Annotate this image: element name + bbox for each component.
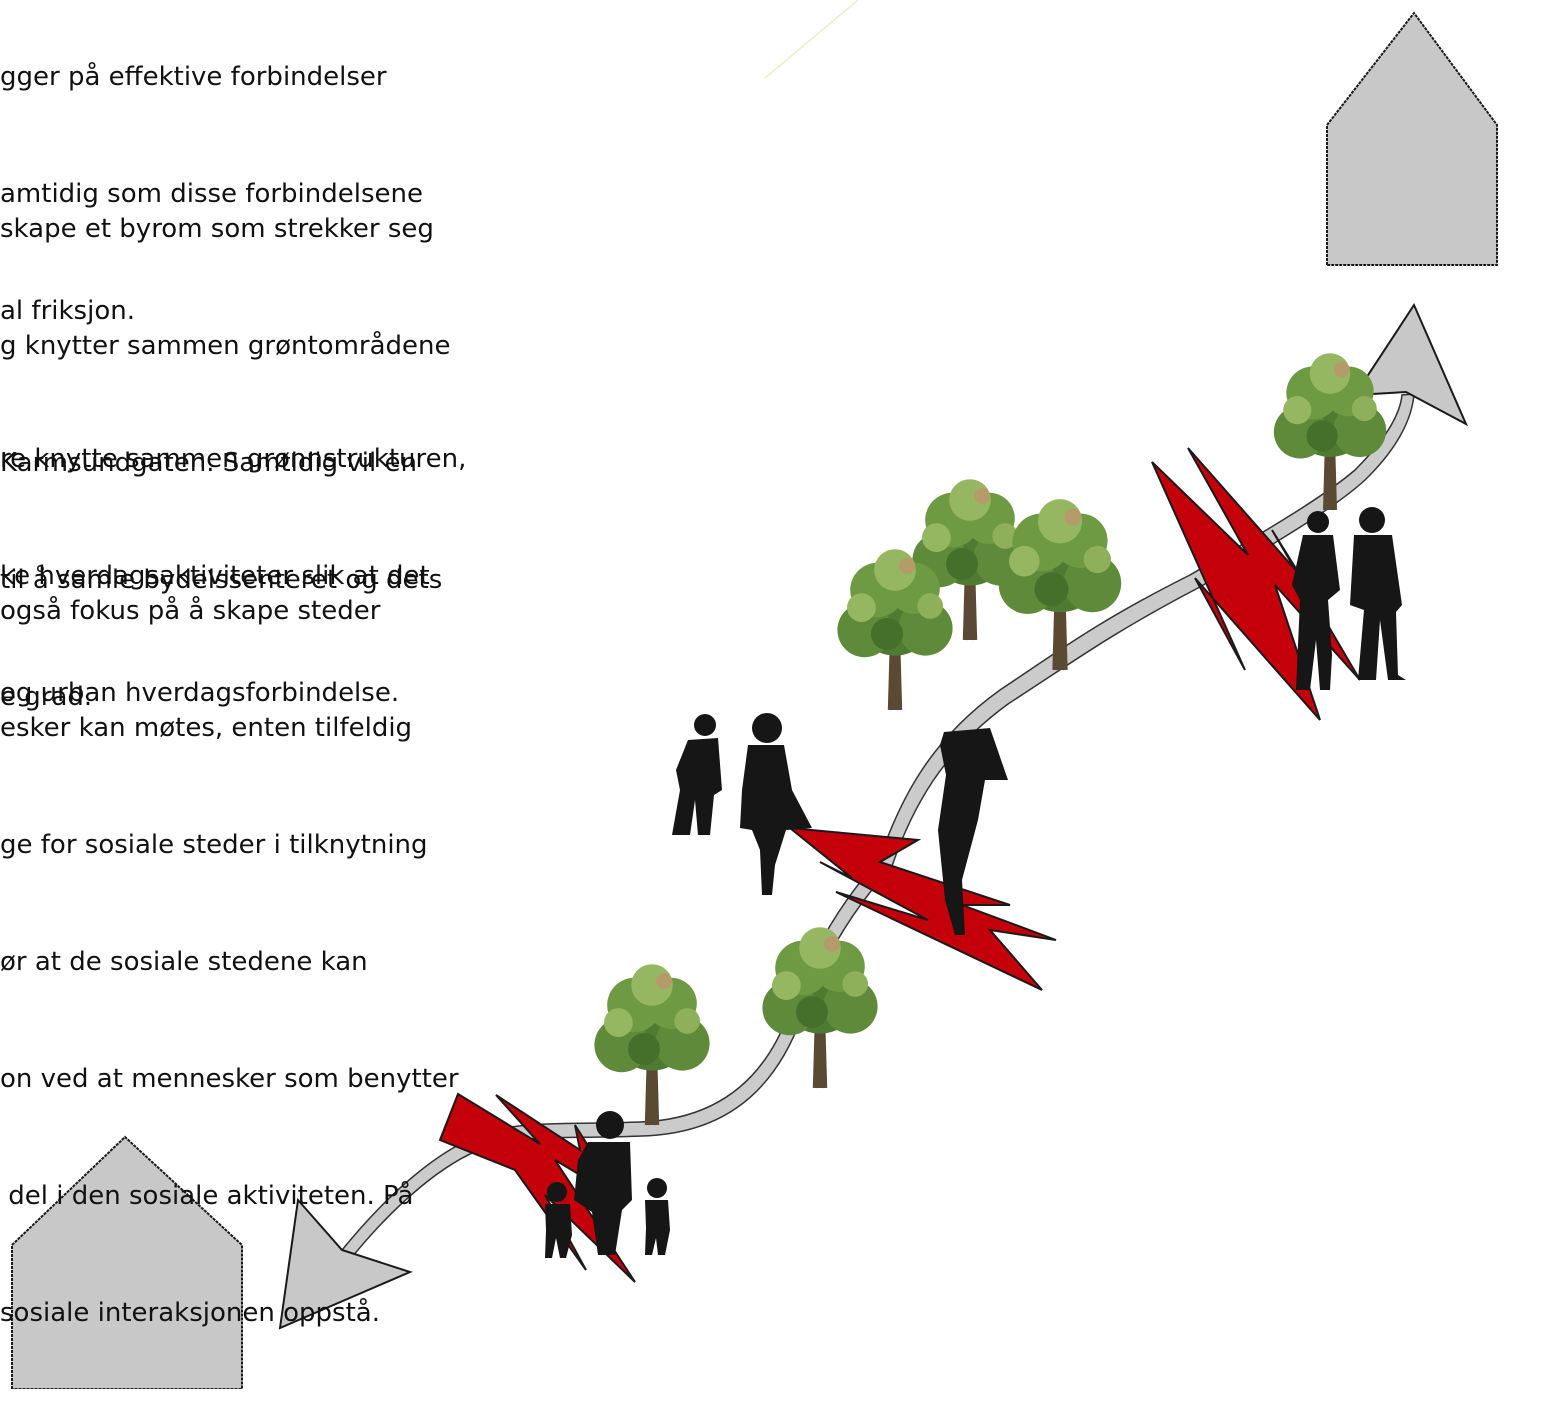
text-line: e grad. — [0, 682, 93, 712]
text-line: on ved at mennesker som benytter — [0, 1064, 459, 1094]
person-silhouette-icon — [1350, 507, 1406, 680]
text-line: ge for sosiale steder i tilknytning — [0, 830, 428, 860]
paragraph: re knytte sammen grønnstrukturen, ke hve… — [0, 362, 466, 791]
person-silhouette-icon — [645, 1178, 670, 1255]
arrowhead-icon — [278, 1197, 413, 1330]
text-line: amtidig som disse forbindelsene — [0, 179, 423, 209]
text-line: g knytter sammen grøntområdene — [0, 331, 451, 361]
text-line: re knytte sammen grønnstrukturen, — [0, 444, 467, 474]
text-line: gger på effektive forbindelser — [0, 62, 387, 92]
person-silhouette-icon — [938, 728, 1008, 935]
tree-icon — [594, 964, 709, 1125]
person-silhouette-icon — [740, 713, 812, 895]
person-silhouette-icon — [672, 714, 722, 835]
text-line: også fokus på å skape steder — [0, 596, 381, 626]
person-silhouette-icon — [1292, 511, 1340, 690]
tree-icon — [999, 499, 1121, 670]
body-text: gger på effektive forbindelser amtidig s… — [0, 0, 600, 1328]
paragraph: også fokus på å skape steder esker kan m… — [0, 514, 459, 1411]
text-line: del i den sosiale aktiviteten. På — [0, 1181, 414, 1211]
paragraph: gger på effektive forbindelser amtidig s… — [0, 0, 423, 409]
person-silhouette-icon — [545, 1182, 572, 1258]
text-line: ke hverdagsaktiviteter slik at det — [0, 561, 430, 591]
house-icon — [11, 1135, 243, 1389]
text-line: til å samle bydelssenteret og dets — [0, 565, 443, 595]
person-silhouette-icon — [574, 1111, 632, 1255]
text-line: esker kan møtes, enten tilfeldig — [0, 713, 413, 743]
friction-zigzag-icon — [786, 826, 1057, 991]
friction-zigzag-icon — [438, 1092, 636, 1283]
text-line: al friksjon. — [0, 296, 135, 326]
text-line: sosiale interaksjonen oppstå. — [0, 1298, 380, 1328]
text-line: Karmsundgaten. Samtidig vil en — [0, 448, 417, 478]
text-line: og urban hverdagsforbindelse. — [0, 678, 400, 708]
paragraph: skape et byrom som strekker seg g knytte… — [0, 132, 451, 795]
tree-icon — [762, 927, 877, 1088]
text-line: skape et byrom som strekker seg — [0, 214, 434, 244]
text-line: ør at de sosiale stedene kan — [0, 947, 368, 977]
house-icon — [1326, 11, 1498, 266]
arrowhead-icon — [1353, 302, 1469, 427]
